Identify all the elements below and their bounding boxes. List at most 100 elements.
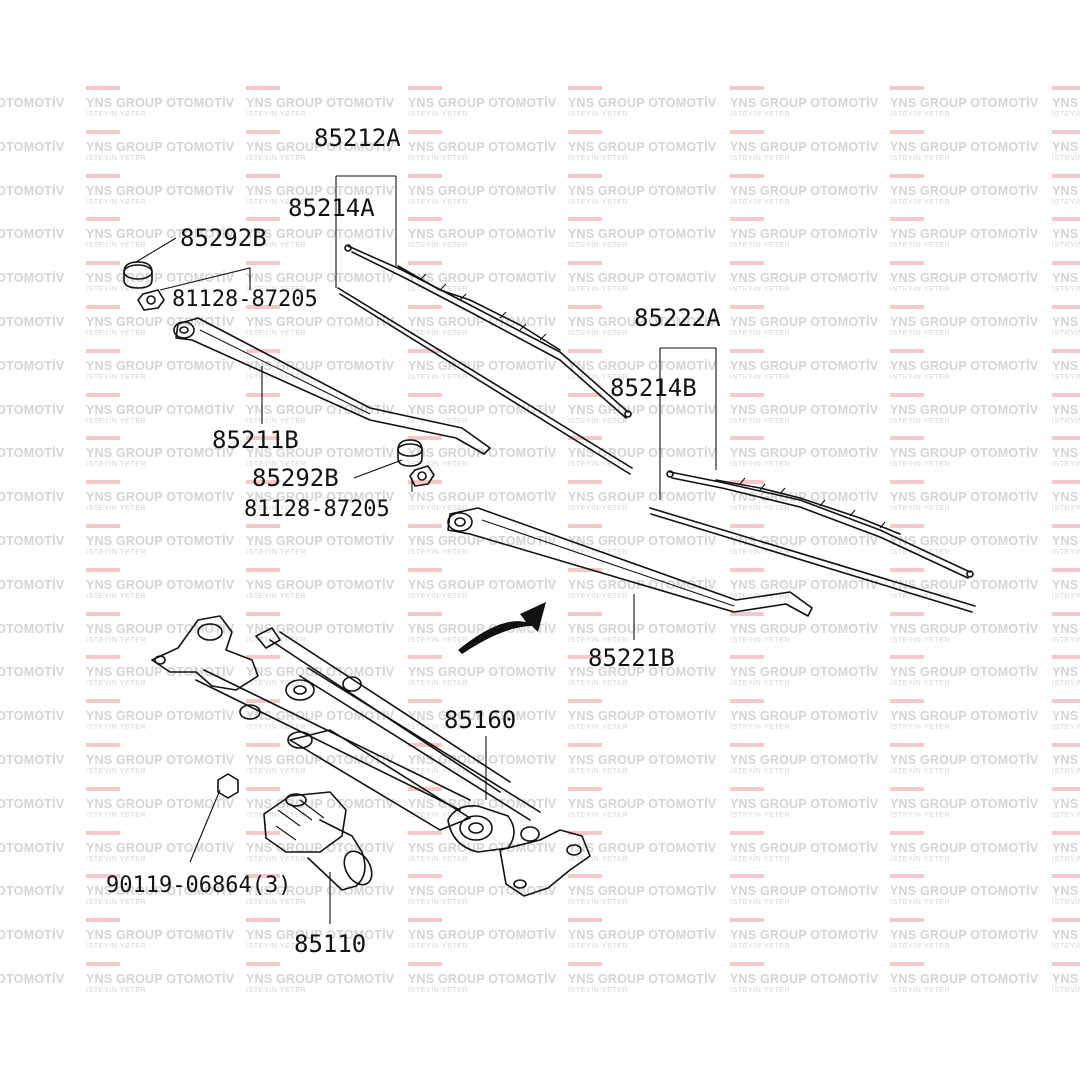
watermark-bar — [730, 129, 764, 134]
watermark-tagline: İSTEYİN YETER — [86, 592, 147, 600]
watermark-bar — [890, 567, 924, 572]
watermark-tagline: İSTEYİN YETER — [568, 111, 629, 118]
watermark-brand: YNS GROUP OTOMOTİV — [568, 884, 717, 899]
watermark-bar — [86, 699, 120, 704]
watermark-tagline: İSTEYİN YETER — [1052, 636, 1080, 644]
watermark-bar — [86, 480, 120, 485]
watermark-brand: YNS GROUP OTOMOTİV — [1052, 271, 1080, 286]
watermark-tagline: İSTEYİN YETER — [246, 855, 307, 863]
watermark-tagline: İSTEYİN YETER — [730, 505, 791, 513]
watermark-bar — [246, 962, 280, 966]
watermark-brand: YNS GROUP OTOMOTİV — [246, 753, 395, 767]
watermark-tagline: İSTEYİN YETER — [86, 768, 147, 775]
watermark-tagline: İSTEYİN YETER — [1052, 461, 1080, 469]
watermark-bar — [86, 524, 120, 528]
watermark-brand: YNS GROUP OTOMOTİV — [730, 928, 879, 943]
watermark-brand: YNS GROUP OTOMOTİV — [890, 490, 1039, 505]
watermark-tagline: İSTEYİN YETER — [1052, 899, 1080, 907]
watermark-brand: YNS GROUP OTOMOTİV — [890, 753, 1039, 767]
watermark-tagline: İSTEYİN YETER — [568, 855, 629, 863]
watermark-brand: YNS GROUP OTOMOTİV — [890, 139, 1039, 154]
watermark-tagline: İSTEYİN YETER — [246, 111, 307, 118]
watermark-tagline: İSTEYİN YETER — [890, 855, 951, 863]
watermark-bar — [408, 436, 442, 441]
watermark-bar — [1052, 261, 1080, 266]
watermark-tagline: İSTEYİN YETER — [246, 987, 307, 994]
watermark-brand: YNS GROUP OTOMOTİV — [408, 796, 557, 811]
watermark-bar — [408, 348, 442, 353]
watermark-tagline: İSTEYİN YETER — [86, 811, 147, 819]
watermark-bar — [1052, 217, 1080, 222]
watermark-brand: YNS GROUP OTOMOTİV — [0, 928, 65, 943]
watermark-bar — [246, 567, 280, 572]
watermark-bar — [246, 173, 280, 178]
label-motor: 85110 — [294, 930, 366, 958]
watermark-bar — [246, 874, 280, 879]
watermark-brand: YNS GROUP OTOMOTİV — [1052, 446, 1080, 461]
watermark-brand: YNS GROUP OTOMOTİV — [568, 402, 717, 417]
watermark-tagline: İSTEYİN YETER — [730, 636, 791, 644]
watermark-tagline: İSTEYİN YETER — [730, 724, 791, 732]
watermark-brand: YNS GROUP OTOMOTİV — [408, 840, 557, 855]
watermark-tagline: İSTEYİN YETER — [408, 505, 469, 513]
watermark-brand: YNS GROUP OTOMOTİV — [1052, 928, 1080, 943]
watermark-tagline: İSTEYİN YETER — [568, 461, 629, 469]
watermark-bar — [890, 830, 924, 835]
watermark-tagline: İSTEYİN YETER — [86, 373, 147, 381]
watermark-bar — [890, 611, 924, 616]
watermark-bar — [86, 348, 120, 353]
watermark-brand: YNS GROUP OTOMOTİV — [730, 402, 879, 417]
watermark-brand: YNS GROUP OTOMOTİV — [408, 402, 557, 417]
watermark-bar — [568, 611, 602, 616]
watermark-tagline: İSTEYİN YETER — [408, 680, 469, 688]
watermark-tagline: İSTEYİN YETER — [408, 724, 469, 732]
watermark-bar — [890, 392, 924, 397]
label-wiper-blade-passenger: 85222A — [634, 304, 721, 332]
watermark-bar — [568, 567, 602, 572]
watermark-tagline: İSTEYİN YETER — [408, 592, 469, 600]
watermark-bar — [1052, 655, 1080, 660]
watermark-brand: YNS GROUP OTOMOTİV — [0, 315, 65, 329]
blade-insert-driver — [337, 287, 633, 475]
watermark-bar — [568, 261, 602, 266]
watermark-tagline: İSTEYİN YETER — [408, 811, 469, 819]
watermark-bar — [408, 86, 442, 90]
watermark-tagline: İSTEYİN YETER — [86, 855, 147, 863]
watermark-tagline: İSTEYİN YETER — [890, 987, 951, 994]
watermark-brand: YNS GROUP OTOMOTİV — [730, 358, 879, 373]
watermark-bar — [86, 874, 120, 879]
watermark-bar — [890, 743, 924, 747]
watermark-bar — [890, 129, 924, 134]
watermark-bar — [730, 436, 764, 441]
watermark-tagline: İSTEYİN YETER — [246, 154, 307, 162]
watermark-tagline: İSTEYİN YETER — [730, 549, 791, 556]
label-arm-passenger: 85221B — [588, 644, 675, 672]
watermark-brand: YNS GROUP OTOMOTİV — [86, 621, 235, 636]
